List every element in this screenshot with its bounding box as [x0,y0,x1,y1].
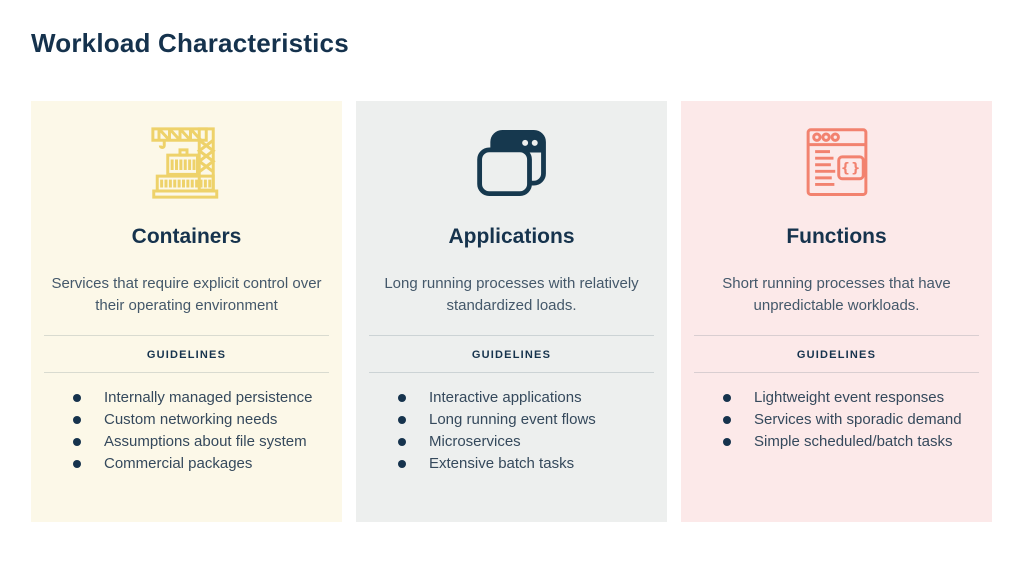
bullet-dot [398,437,406,446]
list-item-text: Custom networking needs [104,410,278,428]
list-item: Internally managed persistence [73,387,330,409]
list-item-text: Simple scheduled/batch tasks [754,432,953,450]
page-title: Workload Characteristics [31,28,349,58]
list-item: Simple scheduled/batch tasks [723,431,980,453]
card-description: Long running processes with relatively s… [384,275,639,314]
guidelines-list: Lightweight event responses Services wit… [681,387,992,453]
card-title: Functions [786,225,887,248]
guidelines-label: GUIDELINES [471,349,552,361]
list-item-text: Services with sporadic demand [754,410,962,428]
card-applications: Applications Long running processes with… [356,101,667,522]
guidelines-label: GUIDELINES [796,349,877,361]
bullet-dot [73,459,81,468]
list-item-text: Interactive applications [429,389,582,406]
bullet-dot [398,393,406,402]
bullet-dot [723,393,731,402]
card-description: Short running processes that have unpred… [722,275,951,314]
list-item: Microservices [398,431,655,453]
list-item-text: Commercial packages [104,454,253,472]
bullet-dot [398,415,406,424]
card-functions: {} Functions Short running processes tha… [681,101,992,522]
list-item: Lightweight event responses [723,387,980,409]
list-item-text: Internally managed persistence [104,389,313,406]
list-item: Interactive applications [398,387,655,409]
bullet-dot [73,393,81,402]
card-row: Containers Services that require explici… [31,101,992,522]
list-item: Extensive batch tasks [398,453,655,475]
list-item: Assumptions about file system [73,431,330,453]
guidelines-list: Interactive applications Long running ev… [356,387,667,475]
guidelines-section: GUIDELINES [694,335,979,373]
card-title: Containers [131,225,242,248]
card-description: Services that require explicit control o… [51,275,322,314]
guidelines-list: Internally managed persistence Custom ne… [31,387,342,475]
list-item: Long running event flows [398,409,655,431]
list-item-text: Microservices [429,432,521,450]
list-item-text: Extensive batch tasks [429,454,575,472]
list-item-text: Lightweight event responses [754,389,945,406]
bullet-dot [723,415,731,424]
overlapping-windows-icon [464,121,560,205]
list-item-text: Assumptions about file system [104,432,307,450]
guidelines-label: GUIDELINES [146,349,227,361]
guidelines-section: GUIDELINES [369,335,654,373]
bullet-dot [73,415,81,424]
card-title: Applications [448,225,575,248]
bullet-dot [73,437,81,446]
list-item: Custom networking needs [73,409,330,431]
bullet-dot [398,459,406,468]
bullet-dot [723,437,731,446]
crane-containers-icon [139,121,235,205]
code-window-icon: {} [789,121,885,205]
svg-text:{}: {} [840,161,860,176]
list-item: Services with sporadic demand [723,409,980,431]
card-containers: Containers Services that require explici… [31,101,342,522]
list-item: Commercial packages [73,453,330,475]
list-item-text: Long running event flows [429,410,596,428]
guidelines-section: GUIDELINES [44,335,329,373]
